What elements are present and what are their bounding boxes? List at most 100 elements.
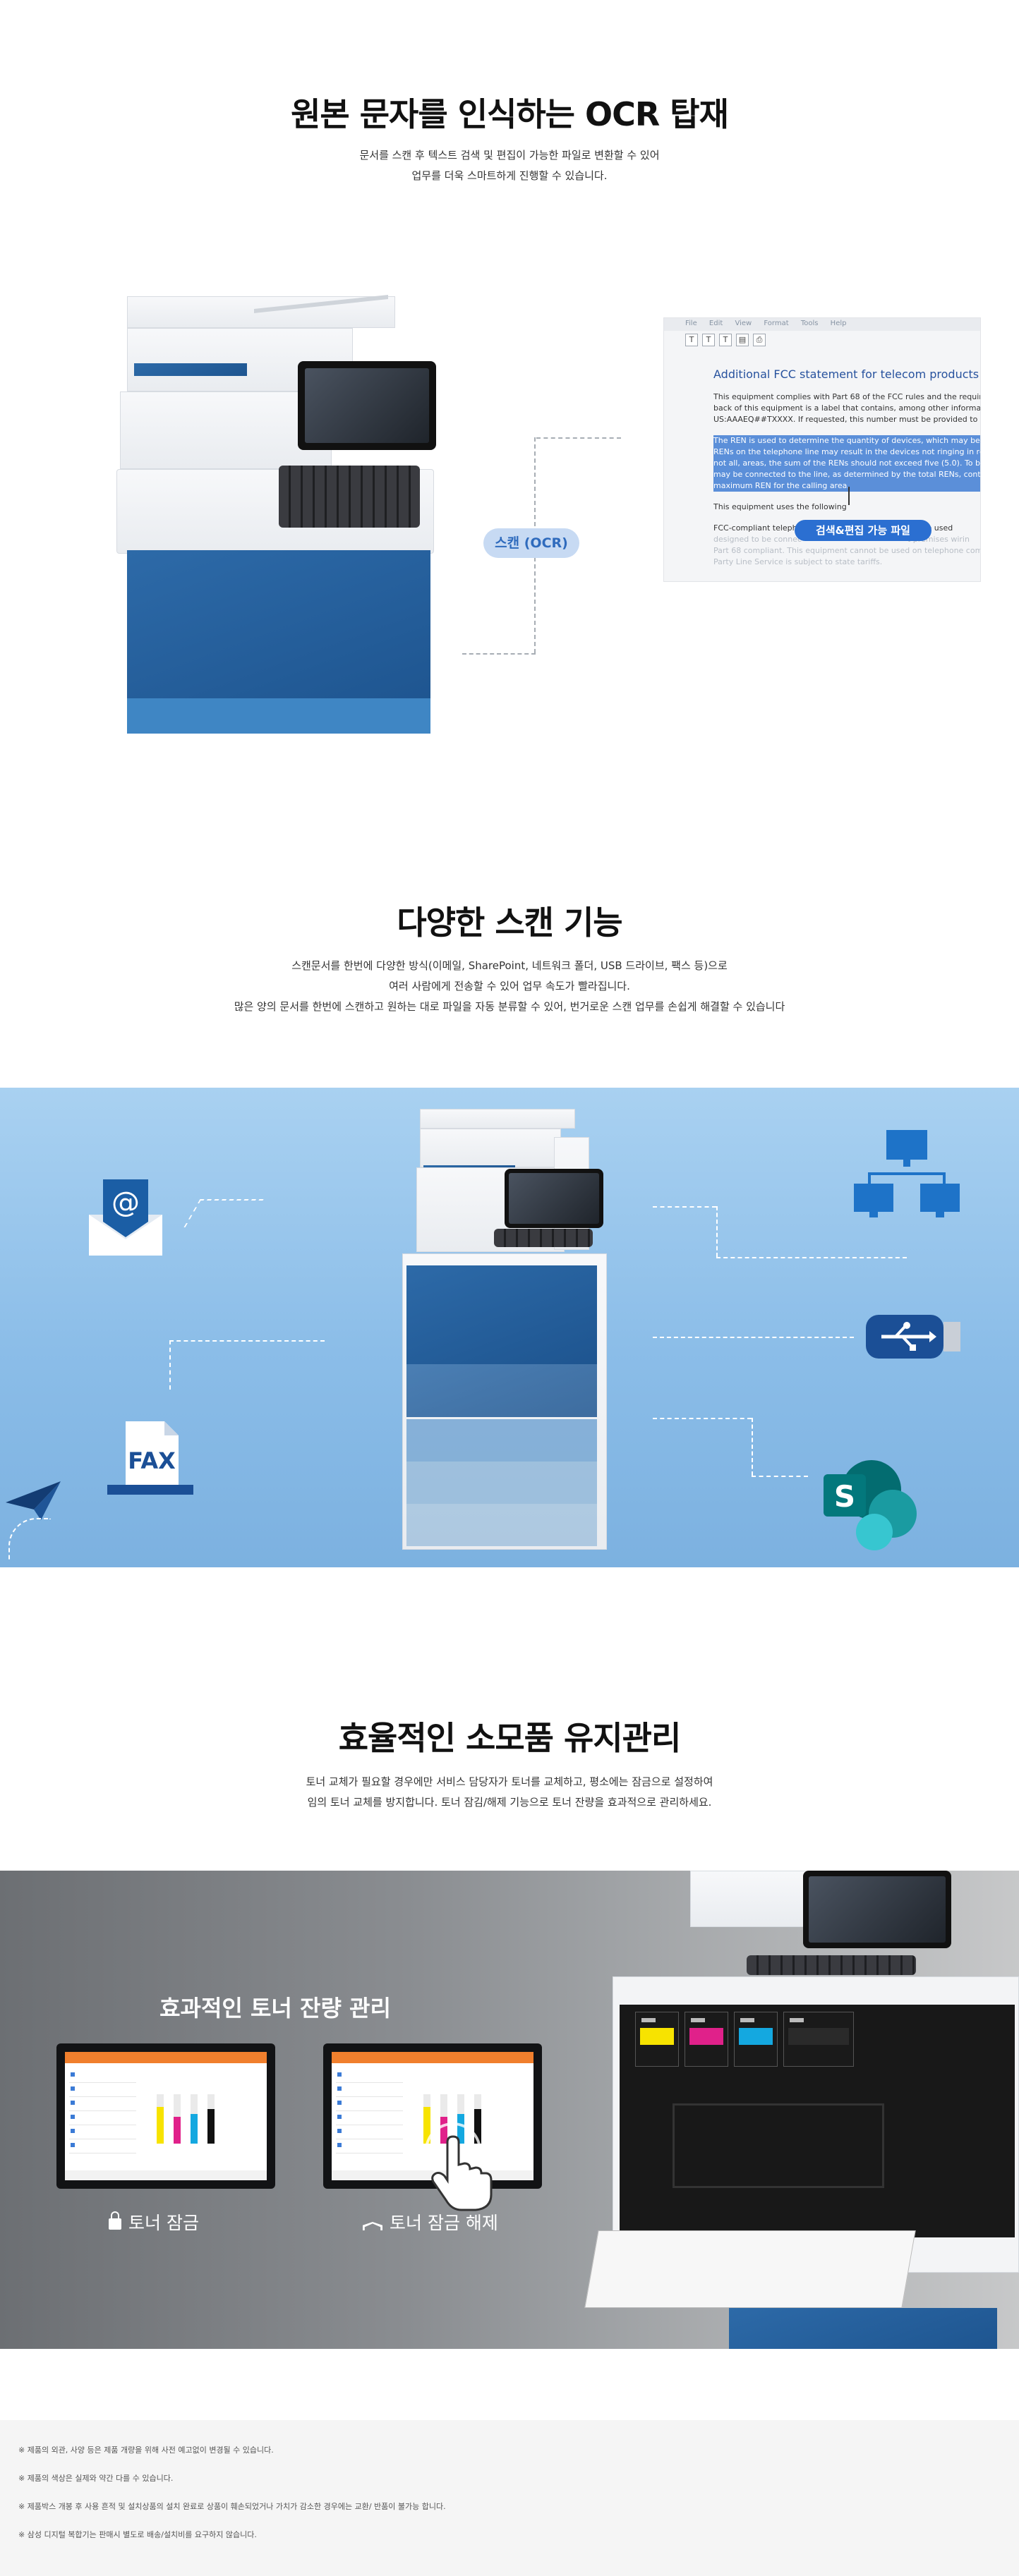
- scan-section: 다양한 스캔 기능 스캔문서를 한번에 다양한 방식(이메일, SharePoi…: [0, 804, 1019, 1622]
- menu-format[interactable]: Format: [764, 320, 789, 327]
- list-item: [336, 2083, 403, 2097]
- toner-level-bar: [457, 2094, 464, 2144]
- list-item: [69, 2097, 136, 2111]
- toner-level-bar: [474, 2094, 481, 2144]
- ocr-connector: [462, 653, 536, 655]
- scan-mfp-image: [381, 1109, 635, 1560]
- flow-arrow: [752, 1418, 753, 1476]
- layout-icon[interactable]: ▤: [736, 334, 749, 346]
- doc-line: not all, areas, the sum of the RENs shou…: [713, 458, 981, 468]
- toner-banner: 효과적인 토너 잔량 관리: [0, 1871, 1019, 2349]
- screen-header-bar: [65, 2052, 267, 2063]
- menu-tools[interactable]: Tools: [800, 320, 819, 327]
- list-item: [336, 2139, 403, 2153]
- toner-lock-screen: [56, 2043, 275, 2189]
- list-item: [69, 2069, 136, 2083]
- paper-plane-icon: [6, 1481, 62, 1524]
- doc-line: RENs on the telephone line may result in…: [713, 447, 981, 456]
- list-item: [336, 2125, 403, 2139]
- hand-pointer-icon: [423, 2121, 501, 2213]
- scan-banner: @ FAX: [0, 1088, 1019, 1567]
- doc-line: The REN is used to determine the quantit…: [713, 436, 981, 445]
- printer-keyboard: [279, 466, 420, 528]
- lock-icon: [109, 2211, 121, 2230]
- flow-arrow: [716, 1206, 718, 1257]
- disclaimer-note: ※ 제품박스 개봉 후 사용 흔적 및 설치상품의 설치 완료로 상품이 훼손되…: [18, 2502, 446, 2511]
- print-icon[interactable]: ⎙: [753, 334, 766, 346]
- ocr-connector: [536, 437, 621, 439]
- toner-level-bar: [440, 2094, 447, 2144]
- text-style-icon[interactable]: T: [719, 334, 732, 346]
- screen-footer: [65, 2170, 267, 2180]
- toner-banner-heading: 효과적인 토너 잔량 관리: [159, 1995, 391, 2022]
- document-faded-paragraph: FCC-compliant teleph designed to be conn…: [713, 523, 981, 568]
- document-highlighted-paragraph[interactable]: The REN is used to determine the quantit…: [713, 435, 981, 492]
- printer-touchscreen: [298, 361, 436, 450]
- toner-cartridge: [783, 2012, 854, 2067]
- toner-desc-line-1: 토너 교체가 필요할 경우에만 서비스 담당자가 토너를 교체하고, 평소에는 …: [306, 1775, 713, 1788]
- fax-label: FAX: [128, 1447, 176, 1474]
- doc-line: Part 68 compliant. This equipment cannot…: [713, 546, 981, 555]
- fax-icon: FAX: [104, 1418, 196, 1502]
- scan-title: 다양한 스캔 기능: [397, 904, 622, 942]
- toner-level-bar: [191, 2094, 198, 2144]
- toner-level-bar: [423, 2094, 430, 2144]
- menu-edit[interactable]: Edit: [709, 320, 723, 327]
- toner-description: 토너 교체가 필요할 경우에만 서비스 담당자가 토너를 교체하고, 평소에는 …: [0, 1772, 1019, 1813]
- flow-arrow: [653, 1337, 854, 1338]
- scan-desc-line-1: 스캔문서를 한번에 다양한 방식(이메일, SharePoint, 네트워크 폴…: [291, 959, 728, 972]
- document-paragraph: This equipment uses the following: [713, 502, 847, 511]
- doc-line: Party Line Service is subject to state t…: [713, 557, 883, 566]
- toner-cartridge: [685, 2012, 728, 2067]
- text-cursor-icon: [848, 487, 850, 505]
- menu-help[interactable]: Help: [830, 320, 847, 327]
- toner-title: 효율적인 소모품 유지관리: [338, 1719, 682, 1757]
- disclaimer-note: ※ 삼성 디지털 복합기는 판매시 별도로 배송/설치비를 요구하지 않습니다.: [18, 2530, 257, 2539]
- email-icon: @: [83, 1179, 168, 1257]
- doc-line: may be connected to the line, as determi…: [713, 470, 981, 479]
- disclaimer-note: ※ 제품의 외관, 사양 등은 제품 개량을 위해 사전 예고없이 변경될 수 …: [18, 2446, 274, 2455]
- doc-line: designed to be connec: [713, 535, 802, 544]
- ocr-desc-line-2: 업무를 더욱 스마트하게 진행할 수 있습니다.: [411, 169, 608, 182]
- toner-level-bar: [157, 2094, 164, 2144]
- searchable-editable-badge: 검색&편집 가능 파일: [795, 520, 931, 541]
- disclaimer-notes: ※ 제품의 외관, 사양 등은 제품 개량을 위해 사전 예고없이 변경될 수 …: [0, 2420, 1019, 2576]
- toner-level-bars: [423, 2094, 481, 2144]
- scan-description: 스캔문서를 한번에 다양한 방식(이메일, SharePoint, 네트워크 폴…: [0, 956, 1019, 1017]
- toner-lock-text: 토너 잠금: [128, 2213, 199, 2233]
- open-printer-image: [584, 1871, 1019, 2349]
- toner-unlock-text: 토너 잠금 해제: [390, 2213, 498, 2233]
- doc-line: US:AAAEQ##TXXXX. If requested, this numb…: [713, 415, 981, 424]
- ocr-section: 원본 문자를 인식하는 OCR 탑재 문서를 스캔 후 텍스트 검색 및 편집이…: [0, 0, 1019, 804]
- screen-header-bar: [332, 2052, 533, 2063]
- toner-cartridge: [635, 2012, 679, 2067]
- flow-arrow: [752, 1476, 808, 1477]
- document-heading: Additional FCC statement for telecom pro…: [713, 367, 981, 381]
- doc-line: maximum REN for the calling area.: [713, 481, 850, 490]
- toner-lock-label: 토너 잠금: [109, 2209, 199, 2235]
- document-menubar: File Edit View Format Tools Help: [664, 318, 980, 331]
- toner-level-bar: [207, 2094, 215, 2144]
- flow-arrow: [653, 1206, 716, 1208]
- doc-line: FCC-compliant teleph: [713, 523, 797, 533]
- unlock-icon: [363, 2218, 382, 2230]
- document-toolbar: T T T ▤ ⎙: [664, 331, 980, 351]
- toner-cartridge: [734, 2012, 778, 2067]
- menu-file[interactable]: File: [685, 320, 697, 327]
- scan-ocr-pill: 스캔 (OCR): [483, 528, 579, 558]
- screen-menu-list: [69, 2069, 136, 2153]
- flow-arrow: [183, 1199, 264, 1227]
- ocr-title: 원본 문자를 인식하는 OCR 탑재: [291, 95, 729, 133]
- toner-unlock-label: 토너 잠금 해제: [363, 2209, 498, 2235]
- text-format-icon[interactable]: T: [702, 334, 715, 346]
- flow-arrow: [169, 1340, 325, 1342]
- text-tool-icon[interactable]: T: [685, 334, 698, 346]
- usb-drive-icon: [864, 1312, 963, 1361]
- list-item: [69, 2083, 136, 2097]
- screen-menu-list: [336, 2069, 403, 2153]
- flow-arrow: [716, 1257, 907, 1258]
- document-paragraph: This equipment complies with Part 68 of …: [713, 391, 981, 425]
- ocr-description: 문서를 스캔 후 텍스트 검색 및 편집이 가능한 파일로 변환할 수 있어 업…: [0, 145, 1019, 186]
- list-item: [336, 2097, 403, 2111]
- menu-view[interactable]: View: [735, 320, 752, 327]
